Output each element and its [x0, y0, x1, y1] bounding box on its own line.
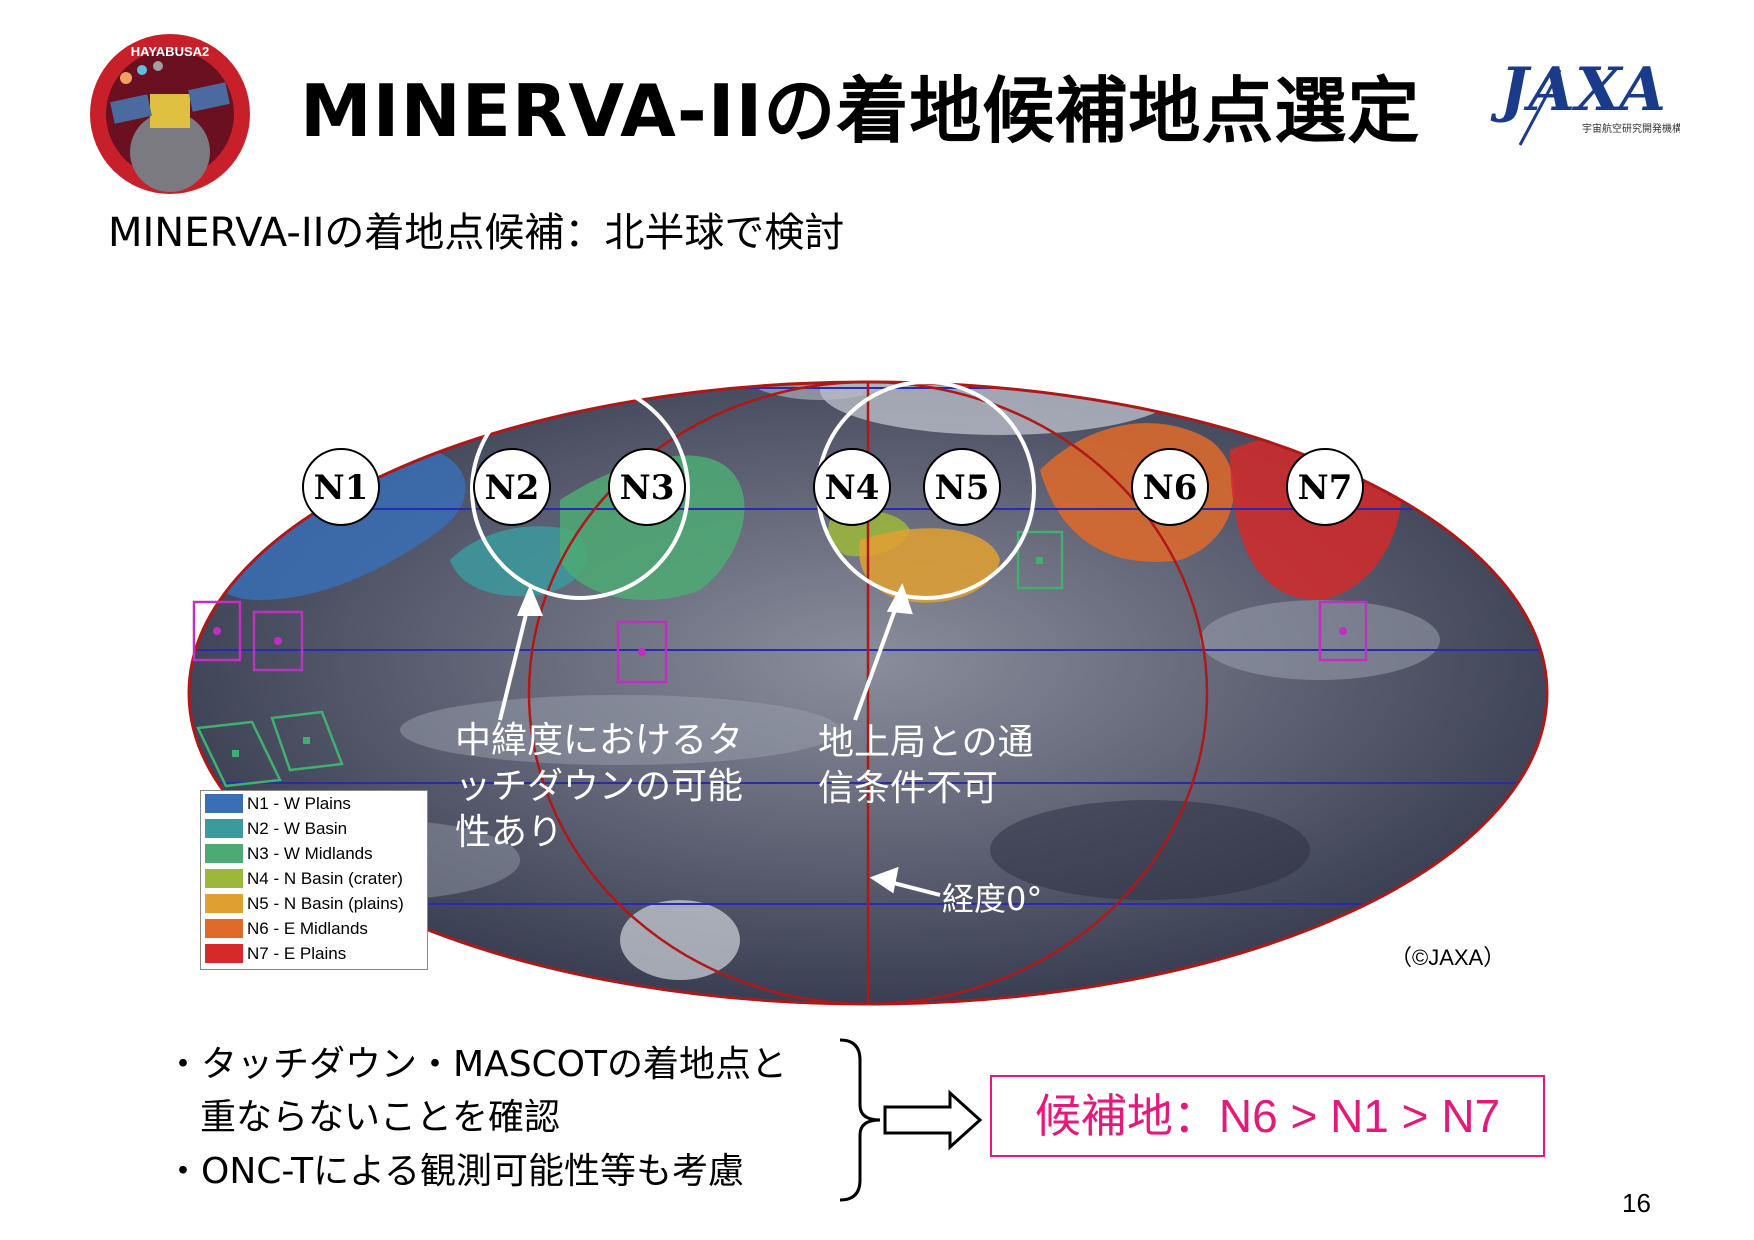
highlight-circle-left — [470, 380, 690, 600]
legend-item: N1 - W Plains — [201, 791, 427, 816]
jaxa-logo: JAXA 宇宙航空研究開発機構 — [1490, 55, 1680, 146]
legend-label: N1 - W Plains — [247, 793, 351, 813]
page-title: MINERVA-IIの着地候補地点選定 — [300, 69, 1421, 153]
site-label-n7: N7 — [1286, 448, 1364, 526]
site-label-n3: N3 — [608, 448, 686, 526]
legend-swatch — [205, 919, 243, 938]
map-legend: N1 - W Plains N2 - W Basin N3 - W Midlan… — [200, 790, 428, 970]
annotation-left: 中緯度におけるタ ッチダウンの可能 性あり — [455, 718, 743, 856]
site-label-n3-text: N3 — [620, 468, 675, 508]
annotation-left-line: 中緯度におけるタ — [455, 720, 744, 761]
site-label-n2: N2 — [473, 448, 551, 526]
site-label-n1: N1 — [302, 448, 380, 526]
annotation-right: 地上局との通 信条件不可 — [818, 720, 1034, 812]
jaxa-logo-subtext: 宇宙航空研究開発機構 — [1582, 122, 1680, 135]
legend-item: N5 - N Basin (plains) — [201, 891, 427, 916]
site-label-n5: N5 — [923, 448, 1001, 526]
legend-item: N4 - N Basin (crater) — [201, 866, 427, 891]
legend-item: N6 - E Midlands — [201, 916, 427, 941]
legend-label: N7 - E Plains — [247, 943, 347, 963]
site-label-n7-text: N7 — [1298, 468, 1353, 508]
legend-label: N2 - W Basin — [247, 818, 348, 838]
site-labels: N1 N2 N3 N4 N5 N6 N7 — [302, 448, 1364, 526]
site-label-n6-text: N6 — [1143, 468, 1198, 508]
site-label-n4-text: N4 — [825, 468, 880, 508]
subtitle: MINERVA-IIの着地点候補：北半球で検討 — [108, 210, 845, 256]
annotation-left-line: 性あり — [455, 812, 564, 853]
legend-swatch — [205, 794, 243, 813]
site-label-n4: N4 — [813, 448, 891, 526]
region-n5 — [859, 528, 1000, 603]
bullet-1-continuation: 重ならないことを確認 — [200, 1097, 561, 1138]
legend-label: N5 - N Basin (plains) — [247, 893, 404, 913]
legend-swatch — [205, 944, 243, 963]
image-credit: （©JAXA） — [1390, 945, 1506, 970]
legend-label: N4 - N Basin (crater) — [247, 868, 403, 888]
right-arrow-icon — [883, 1089, 983, 1151]
page-number: 16 — [1622, 1188, 1651, 1218]
legend-item: N3 - W Midlands — [201, 841, 427, 866]
annotation-right-line: 信条件不可 — [818, 768, 999, 809]
annotation-left-line: ッチダウンの可能 — [455, 766, 744, 807]
annotation-right-line: 地上局との通 — [818, 722, 1034, 763]
legend-label: N6 - E Midlands — [247, 918, 368, 938]
site-label-n6: N6 — [1131, 448, 1209, 526]
legend-label: N3 - W Midlands — [247, 843, 373, 863]
region-n3 — [560, 455, 745, 600]
annotation-longitude: 経度0° — [942, 880, 1043, 918]
legend-item: N7 - E Plains — [201, 941, 427, 966]
site-label-n1-text: N1 — [314, 468, 369, 508]
legend-swatch — [205, 869, 243, 888]
legend-swatch — [205, 844, 243, 863]
site-label-n5-text: N5 — [935, 468, 990, 508]
jaxa-logo-text: JAXA — [1490, 55, 1666, 125]
legend-item: N2 - W Basin — [201, 816, 427, 841]
result-box: 候補地：N6 > N1 > N7 — [990, 1075, 1545, 1157]
site-label-n2-text: N2 — [485, 468, 540, 508]
bullet-1: ・タッチダウン・MASCOTの着地点と — [165, 1044, 788, 1085]
legend-swatch — [205, 894, 243, 913]
brace-arrow — [839, 1038, 983, 1202]
bullet-2: ・ONC-Tによる観測可能性等も考慮 — [165, 1151, 744, 1192]
logo-left-text: HAYABUSA2 — [131, 44, 210, 59]
legend-swatch — [205, 819, 243, 838]
hayabusa2-logo: HAYABUSA2 — [90, 34, 250, 194]
